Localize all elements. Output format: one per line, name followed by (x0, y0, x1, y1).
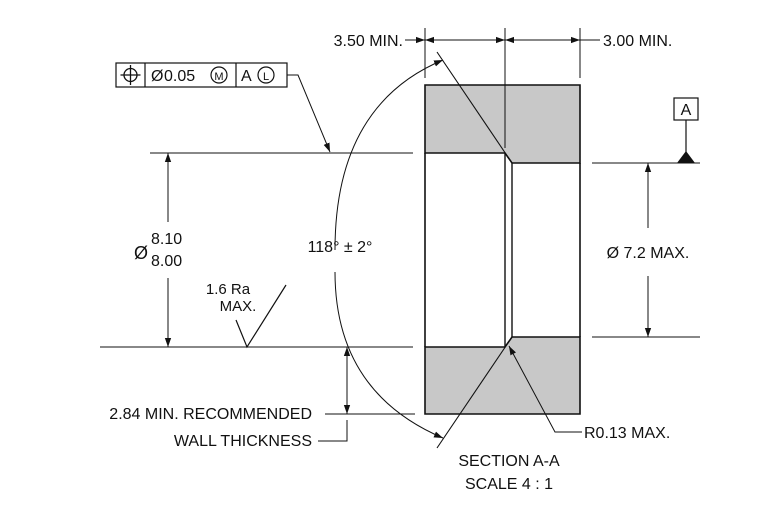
dim-angle-118: 118° ± 2° (308, 239, 373, 256)
fcf-diameter-symbol: Ø (151, 68, 163, 85)
wall-note-line1: 2.84 MIN. RECOMMENDED (109, 406, 312, 423)
surface-finish-value: 1.6 Ra (206, 281, 251, 298)
angle-dimension: 118° ± 2° (308, 51, 513, 449)
section-label: SECTION A-A SCALE 4 : 1 (458, 453, 560, 493)
lmc-circle-icon (257, 66, 275, 84)
extension-lines (100, 28, 700, 415)
dim-3-00-min: 3.00 MIN. (603, 33, 672, 50)
fcf-datum-ref: A (241, 68, 252, 85)
position-icon (120, 65, 141, 85)
datum-a-label: A (681, 102, 692, 119)
surface-finish-max: MAX. (220, 298, 257, 315)
right-diameter-dimension: Ø 7.2 MAX. (607, 163, 690, 337)
surface-finish-symbol: 1.6 Ra MAX. (206, 281, 287, 349)
fcf-mmc-modifier: M (214, 71, 223, 83)
dim-diameter-7-2-max: Ø 7.2 MAX. (607, 245, 690, 262)
feature-control-frame: Ø 0.05 M A L (115, 62, 331, 153)
wall-note-line2: WALL THICKNESS (174, 433, 312, 450)
top-dimensions: 3.50 MIN. 3.00 MIN. (334, 33, 673, 50)
fcf-tolerance-value: 0.05 (164, 68, 195, 85)
left-diameter-dimension: Ø 8.10 8.00 (134, 153, 182, 347)
dim-diameter-lower: 8.00 (151, 253, 182, 270)
dim-radius-0-13: R0.13 MAX. (584, 425, 670, 442)
section-scale: SCALE 4 : 1 (465, 476, 553, 493)
datum-a-symbol: A (673, 97, 699, 163)
dim-3-50-min: 3.50 MIN. (334, 33, 403, 50)
part-section (424, 84, 581, 415)
section-title: SECTION A-A (458, 453, 560, 470)
fcf-lmc-modifier: L (263, 71, 269, 83)
section-fill-upper (424, 84, 581, 164)
section-fill-lower (424, 336, 581, 415)
dim-diameter-symbol: Ø (134, 243, 148, 263)
radius-callout: R0.13 MAX. (508, 345, 670, 442)
mmc-circle-icon (210, 66, 228, 84)
dim-diameter-upper: 8.10 (151, 231, 182, 248)
fcf-leader (287, 74, 331, 153)
wall-thickness-dimension: 2.84 MIN. RECOMMENDED WALL THICKNESS (109, 347, 351, 450)
